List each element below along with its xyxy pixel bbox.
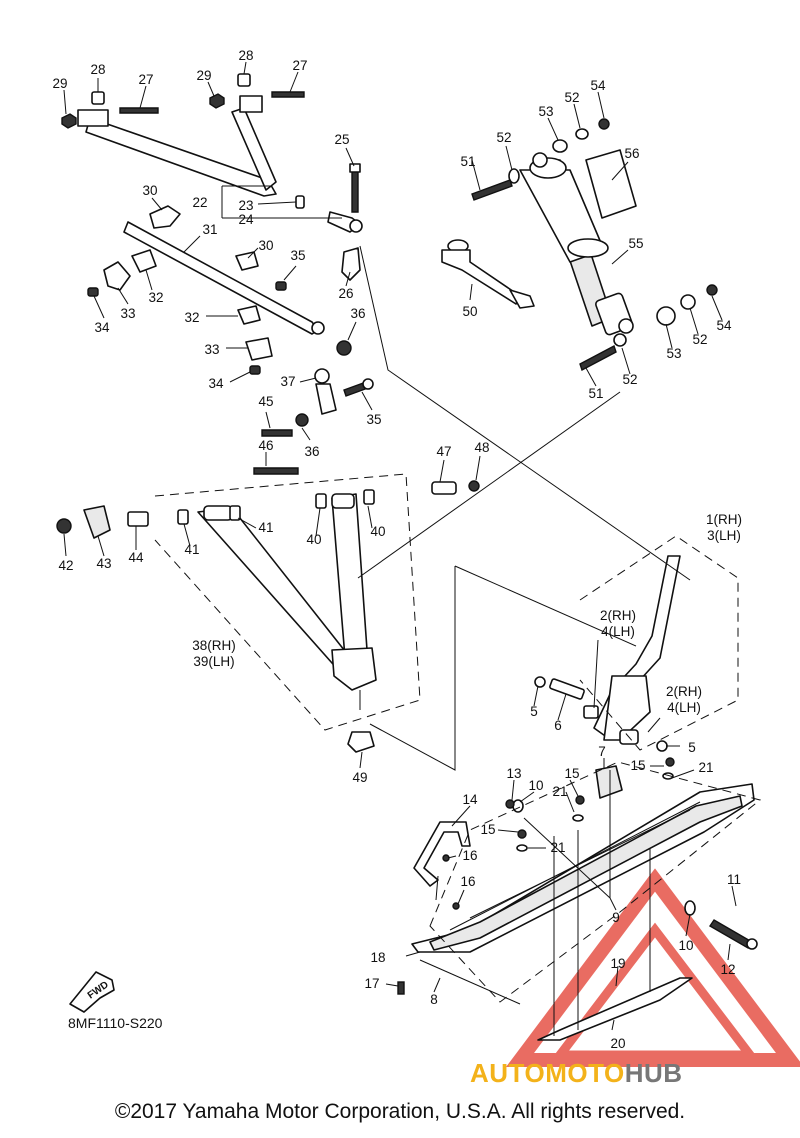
callout-22: 22 [192,195,207,210]
callout-42: 42 [58,558,73,573]
callout-30: 30 [142,183,157,198]
callout-5: 5 [530,704,538,719]
callout-8: 8 [430,992,438,1007]
callout-35: 35 [290,248,305,263]
callout-14: 14 [462,792,478,807]
callout-46: 46 [258,438,273,453]
callout-50: 50 [462,304,477,319]
callout-56: 56 [624,146,639,161]
callout-25: 25 [334,132,349,147]
callout-18: 18 [370,950,385,965]
callout-20: 20 [610,1036,625,1051]
callout-15: 15 [564,766,579,781]
callout-21: 21 [698,760,713,775]
watermark-text: AUTOMOTOHUB [470,1058,683,1089]
callout-39: 39(LH) [193,654,234,669]
callout-10: 10 [528,778,543,793]
callout-15: 15 [480,822,495,837]
callout-52: 52 [564,90,579,105]
callout-10: 10 [678,938,693,953]
callout-52: 52 [622,372,637,387]
callout-40: 40 [306,532,321,547]
ski [397,757,758,1041]
callout-28: 28 [90,62,105,77]
fwd-arrow-icon [69,971,115,1013]
callout-7: 7 [598,744,606,759]
callout-32: 32 [148,290,163,305]
callout-29: 29 [52,76,67,91]
callout-52: 52 [692,332,707,347]
callout-51: 51 [588,386,603,401]
callout-54: 54 [590,78,606,93]
automotohub-logo-triangle [506,868,800,1067]
callout-54: 54 [716,318,732,333]
callout-2: 2(RH) [666,684,702,699]
callout-34: 34 [208,376,224,391]
callout-31: 31 [202,222,217,237]
leader-lines [63,61,737,1031]
callout-53: 53 [538,104,553,119]
callout-36: 36 [350,306,365,321]
callout-33: 33 [204,342,219,357]
callout-41: 41 [258,520,273,535]
callout-55: 55 [628,236,643,251]
callout-29: 29 [196,68,211,83]
callout-35: 35 [366,412,381,427]
watermark-part-b: HUB [624,1058,683,1088]
shock-absorber [471,118,718,372]
callout-27: 27 [292,58,307,73]
group-outlines [154,245,762,1036]
callout-33: 33 [120,306,135,321]
figure-code: 8MF1110-S220 [68,1015,163,1031]
callout-45: 45 [258,394,273,409]
steering-column [61,73,363,281]
callout-2: 2(RH) [600,608,636,623]
callout-24: 24 [238,212,254,227]
callout-41: 41 [184,542,199,557]
callout-48: 48 [474,440,489,455]
callout-37: 37 [280,374,295,389]
callout-21: 21 [550,840,565,855]
callout-13: 13 [506,766,521,781]
callout-4: 4(LH) [601,624,635,639]
callout-16: 16 [460,874,475,889]
callout-51: 51 [460,154,475,169]
callout-11: 11 [727,872,741,887]
callout-15: 15 [630,758,645,773]
callout-1: 1(RH) [706,512,742,527]
callout-3: 3(LH) [707,528,741,543]
callout-9: 9 [612,910,620,925]
callout-21: 21 [552,784,567,799]
ski-spindle [534,555,681,752]
callout-40: 40 [370,524,385,539]
callout-28: 28 [238,48,253,63]
callout-53: 53 [666,346,681,361]
callout-52: 52 [496,130,511,145]
callout-27: 27 [138,72,153,87]
callout-43: 43 [96,556,111,571]
callout-38: 38(RH) [192,638,236,653]
callout-34: 34 [94,320,110,335]
callout-26: 26 [338,286,353,301]
steering-damper [441,239,535,309]
callout-44: 44 [128,550,144,565]
callout-5: 5 [688,740,696,755]
callout-17: 17 [364,976,379,991]
copyright-notice: ©2017 Yamaha Motor Corporation, U.S.A. A… [114,1100,686,1123]
callout-32: 32 [184,310,199,325]
callout-6: 6 [554,718,562,733]
callout-36: 36 [304,444,319,459]
watermark-part-a: AUTOMOTO [470,1058,625,1088]
callout-19: 19 [610,956,625,971]
tie-rod [87,205,374,427]
callout-49: 49 [352,770,367,785]
a-arm [56,429,480,753]
callout-30: 30 [258,238,273,253]
callout-4: 4(LH) [667,700,701,715]
callout-47: 47 [436,444,451,459]
callout-16: 16 [462,848,477,863]
callout-12: 12 [720,962,735,977]
callout-23: 23 [238,198,253,213]
